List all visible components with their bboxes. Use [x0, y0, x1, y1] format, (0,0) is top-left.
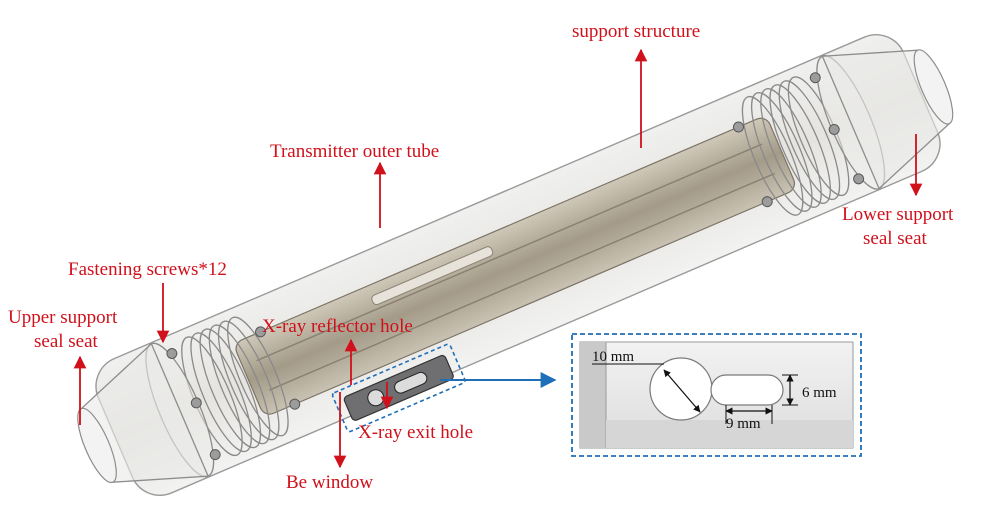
label-lower-seat-line1: Lower support: [842, 204, 954, 225]
inset-exit-hole: [710, 374, 784, 406]
transmitter-assembly: [77, 34, 954, 496]
label-support-structure: support structure: [572, 21, 700, 42]
label-reflector-hole: X-ray reflector hole: [262, 316, 413, 337]
label-fastening-screws: Fastening screws*12: [68, 259, 227, 280]
inner-support-structure: [235, 117, 796, 415]
label-arrows: [73, 48, 923, 469]
window-detail-inset: 10 mm 6 mm 9 mm: [571, 333, 862, 457]
dim-width-label: 9 mm: [726, 416, 761, 432]
label-exit-hole: X-ray exit hole: [358, 422, 473, 443]
fastening-screws: [166, 72, 865, 461]
label-lower-seat-line2: seal seat: [863, 228, 928, 249]
label-outer-tube: Transmitter outer tube: [270, 141, 439, 162]
right-thread-section: [741, 76, 850, 216]
dim-height-label: 6 mm: [802, 385, 837, 401]
label-be-window: Be window: [286, 472, 373, 493]
dim-diameter-label: 10 mm: [592, 349, 634, 365]
reflector-hole-shape: [367, 389, 385, 407]
inner-slot: [371, 246, 494, 306]
exit-hole-shape: [394, 371, 428, 394]
left-thread-section: [181, 316, 289, 457]
label-upper-seat-line2: seal seat: [34, 331, 99, 352]
label-upper-seat-line1: Upper support: [8, 307, 118, 328]
